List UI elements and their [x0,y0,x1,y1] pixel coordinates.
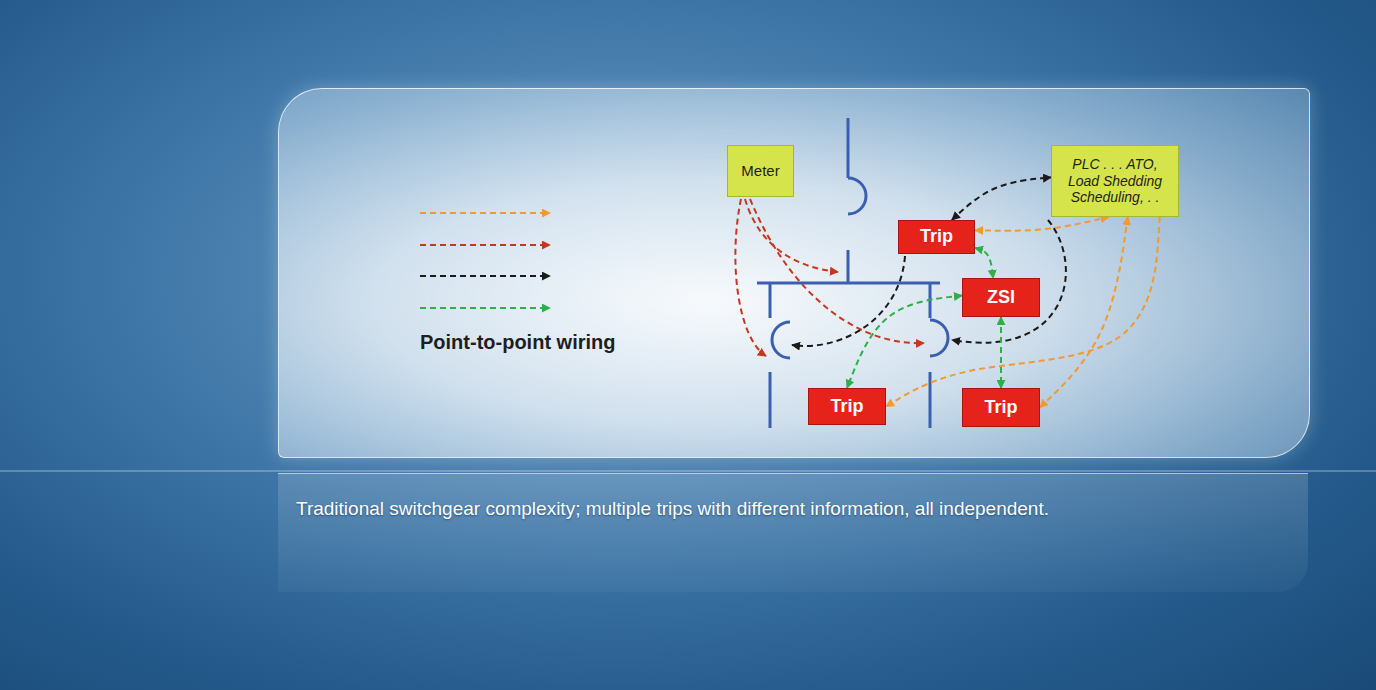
feeder-line [847,118,850,178]
trip-unit-box: Trip [962,388,1040,427]
node-text: Trip [920,226,953,248]
breaker-symbol [930,320,948,356]
node-text: Trip [830,396,863,418]
meter-box: Meter [727,145,794,197]
signal-wire [975,248,993,278]
trip-unit-box: Trip [808,388,886,425]
bus-bar [757,282,940,285]
node-text: PLC . . . ATO, Load Shedding Scheduling,… [1058,156,1172,206]
legend-arrow [420,212,550,214]
control-wire [792,256,905,346]
legend-arrow [420,275,550,277]
signal-wire [975,217,1109,231]
meter-wire [735,199,766,356]
signal-wire [847,296,962,388]
caption-text: Traditional switchgear complexity; multi… [296,498,1049,520]
wiring-label: Point-to-point wiring [420,331,616,354]
controller-box: PLC . . . ATO, Load Shedding Scheduling,… [1051,145,1179,217]
node-text: ZSI [987,287,1015,309]
node-text: Trip [984,397,1017,419]
caption-band [278,473,1308,592]
background-stripe [0,470,1376,472]
node-text: Meter [741,162,779,180]
trip-unit-box: Trip [898,220,975,254]
breaker-symbol [848,178,866,214]
feeder-line [769,283,772,318]
signal-wire [952,177,1051,220]
feeder-line [769,372,772,428]
meter-wire [745,199,838,272]
feeder-line [847,250,850,283]
signal-wire [886,217,1160,407]
feeder-line [929,372,932,428]
signal-wire [1040,217,1128,408]
breaker-symbol [772,322,790,358]
diagram-panel [278,88,1310,458]
legend-arrow [420,244,550,246]
legend-arrow [420,307,550,309]
signal-wire [1000,317,1002,388]
zsi-box: ZSI [962,278,1040,317]
